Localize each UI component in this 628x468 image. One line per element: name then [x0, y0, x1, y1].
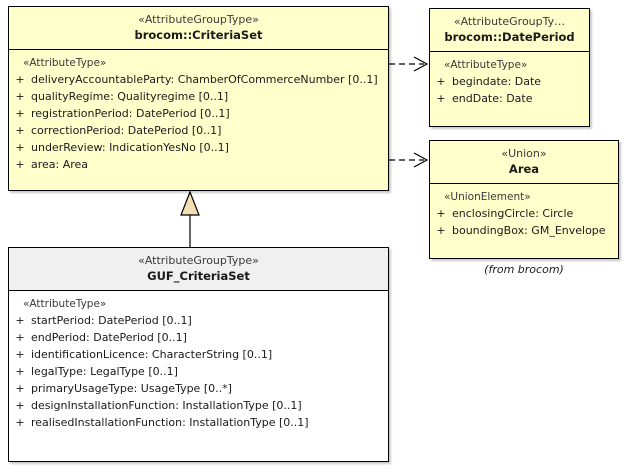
- attribute-compartment-stereotype: «AttributeType»: [23, 57, 107, 69]
- attribute-row: + boundingBox: GM_Envelope: [430, 222, 618, 239]
- class-box-dateperiod[interactable]: «AttributeGroupTy… brocom::DatePeriod «A…: [429, 8, 590, 127]
- attribute-row: + endDate: Date: [430, 90, 589, 107]
- visibility-marker: +: [436, 75, 446, 88]
- attribute-row: + legalType: LegalType [0..1]: [9, 363, 388, 380]
- generalization-guf-criteriaset: [180, 190, 200, 247]
- attribute-compartment-stereotype: «AttributeType»: [444, 59, 528, 71]
- attribute-row: + area: Area: [9, 156, 388, 173]
- attribute-text: deliveryAccountableParty: ChamberOfComme…: [31, 73, 378, 86]
- class-body-dateperiod: «AttributeType» + begindate: Date + endD…: [430, 52, 589, 113]
- attribute-text: begindate: Date: [452, 75, 542, 88]
- class-body-guf-criteriaset: «AttributeType» + startPeriod: DatePerio…: [9, 291, 388, 437]
- visibility-marker: +: [15, 365, 25, 378]
- visibility-marker: +: [436, 92, 446, 105]
- visibility-marker: +: [15, 141, 25, 154]
- visibility-marker: +: [15, 331, 25, 344]
- attribute-text: endPeriod: DatePeriod [0..1]: [31, 331, 187, 344]
- class-stereotype: «AttributeGroupType»: [138, 13, 259, 26]
- attribute-text: underReview: IndicationYesNo [0..1]: [31, 141, 229, 154]
- visibility-marker: +: [15, 399, 25, 412]
- class-body-criteriaset: «AttributeType» + deliveryAccountablePar…: [9, 50, 388, 179]
- visibility-marker: +: [15, 314, 25, 327]
- attribute-row: + deliveryAccountableParty: ChamberOfCom…: [9, 71, 388, 88]
- attribute-text: area: Area: [31, 158, 89, 171]
- visibility-marker: +: [15, 416, 25, 429]
- class-header-criteriaset: «AttributeGroupType» brocom::CriteriaSet: [9, 7, 388, 50]
- attribute-compartment-stereotype: «AttributeType»: [23, 298, 107, 310]
- class-box-criteriaset[interactable]: «AttributeGroupType» brocom::CriteriaSet…: [8, 6, 389, 191]
- visibility-marker: +: [15, 382, 25, 395]
- class-name: GUF_CriteriaSet: [147, 269, 250, 283]
- class-body-area: «UnionElement» + enclosingCircle: Circle…: [430, 184, 618, 245]
- attribute-text: legalType: LegalType [0..1]: [31, 365, 178, 378]
- visibility-marker: +: [15, 90, 25, 103]
- class-box-area[interactable]: «Union» Area «UnionElement» + enclosingC…: [429, 140, 619, 259]
- attribute-compartment-stereotype: «UnionElement»: [444, 191, 531, 203]
- dependency-criteriaset-dateperiod: [389, 56, 429, 72]
- attribute-text: endDate: Date: [452, 92, 533, 105]
- class-stereotype: «AttributeGroupType»: [138, 254, 259, 267]
- attribute-row: + enclosingCircle: Circle: [430, 205, 618, 222]
- visibility-marker: +: [436, 224, 446, 237]
- class-name: Area: [508, 162, 540, 176]
- attribute-text: qualityRegime: Qualityregime [0..1]: [31, 90, 229, 103]
- visibility-marker: +: [15, 107, 25, 120]
- attribute-row: + startPeriod: DatePeriod [0..1]: [9, 312, 388, 329]
- attribute-row: + correctionPeriod: DatePeriod [0..1]: [9, 122, 388, 139]
- class-box-guf-criteriaset[interactable]: «AttributeGroupType» GUF_CriteriaSet «At…: [8, 247, 389, 462]
- attribute-text: startPeriod: DatePeriod [0..1]: [31, 314, 192, 327]
- visibility-marker: +: [436, 207, 446, 220]
- class-header-guf-criteriaset: «AttributeGroupType» GUF_CriteriaSet: [9, 248, 388, 291]
- class-name: brocom::DatePeriod: [444, 30, 575, 44]
- visibility-marker: +: [15, 73, 25, 86]
- attribute-row: + identificationLicence: CharacterString…: [9, 346, 388, 363]
- area-package-caption: (from brocom): [484, 263, 564, 276]
- class-name: brocom::CriteriaSet: [134, 28, 263, 42]
- attribute-row: + primaryUsageType: UsageType [0..*]: [9, 380, 388, 397]
- attribute-row: + registrationPeriod: DatePeriod [0..1]: [9, 105, 388, 122]
- class-stereotype: «Union»: [501, 147, 547, 160]
- attribute-text: correctionPeriod: DatePeriod [0..1]: [31, 124, 222, 137]
- attribute-text: realisedInstallationFunction: Installati…: [31, 416, 309, 429]
- visibility-marker: +: [15, 348, 25, 361]
- attribute-text: primaryUsageType: UsageType [0..*]: [31, 382, 232, 395]
- attribute-row: + begindate: Date: [430, 73, 589, 90]
- class-header-dateperiod: «AttributeGroupTy… brocom::DatePeriod: [430, 9, 589, 52]
- attribute-text: identificationLicence: CharacterString […: [31, 348, 273, 361]
- dependency-criteriaset-area: [389, 152, 429, 168]
- attribute-row: + realisedInstallationFunction: Installa…: [9, 414, 388, 431]
- visibility-marker: +: [15, 158, 25, 171]
- attribute-text: boundingBox: GM_Envelope: [452, 224, 606, 237]
- class-header-area: «Union» Area: [430, 141, 618, 184]
- attribute-row: + underReview: IndicationYesNo [0..1]: [9, 139, 388, 156]
- visibility-marker: +: [15, 124, 25, 137]
- class-stereotype: «AttributeGroupTy…: [453, 15, 566, 28]
- attribute-row: + qualityRegime: Qualityregime [0..1]: [9, 88, 388, 105]
- attribute-text: registrationPeriod: DatePeriod [0..1]: [31, 107, 230, 120]
- attribute-row: + designInstallationFunction: Installati…: [9, 397, 388, 414]
- attribute-row: + endPeriod: DatePeriod [0..1]: [9, 329, 388, 346]
- attribute-text: enclosingCircle: Circle: [452, 207, 574, 220]
- attribute-text: designInstallationFunction: Installation…: [31, 399, 302, 412]
